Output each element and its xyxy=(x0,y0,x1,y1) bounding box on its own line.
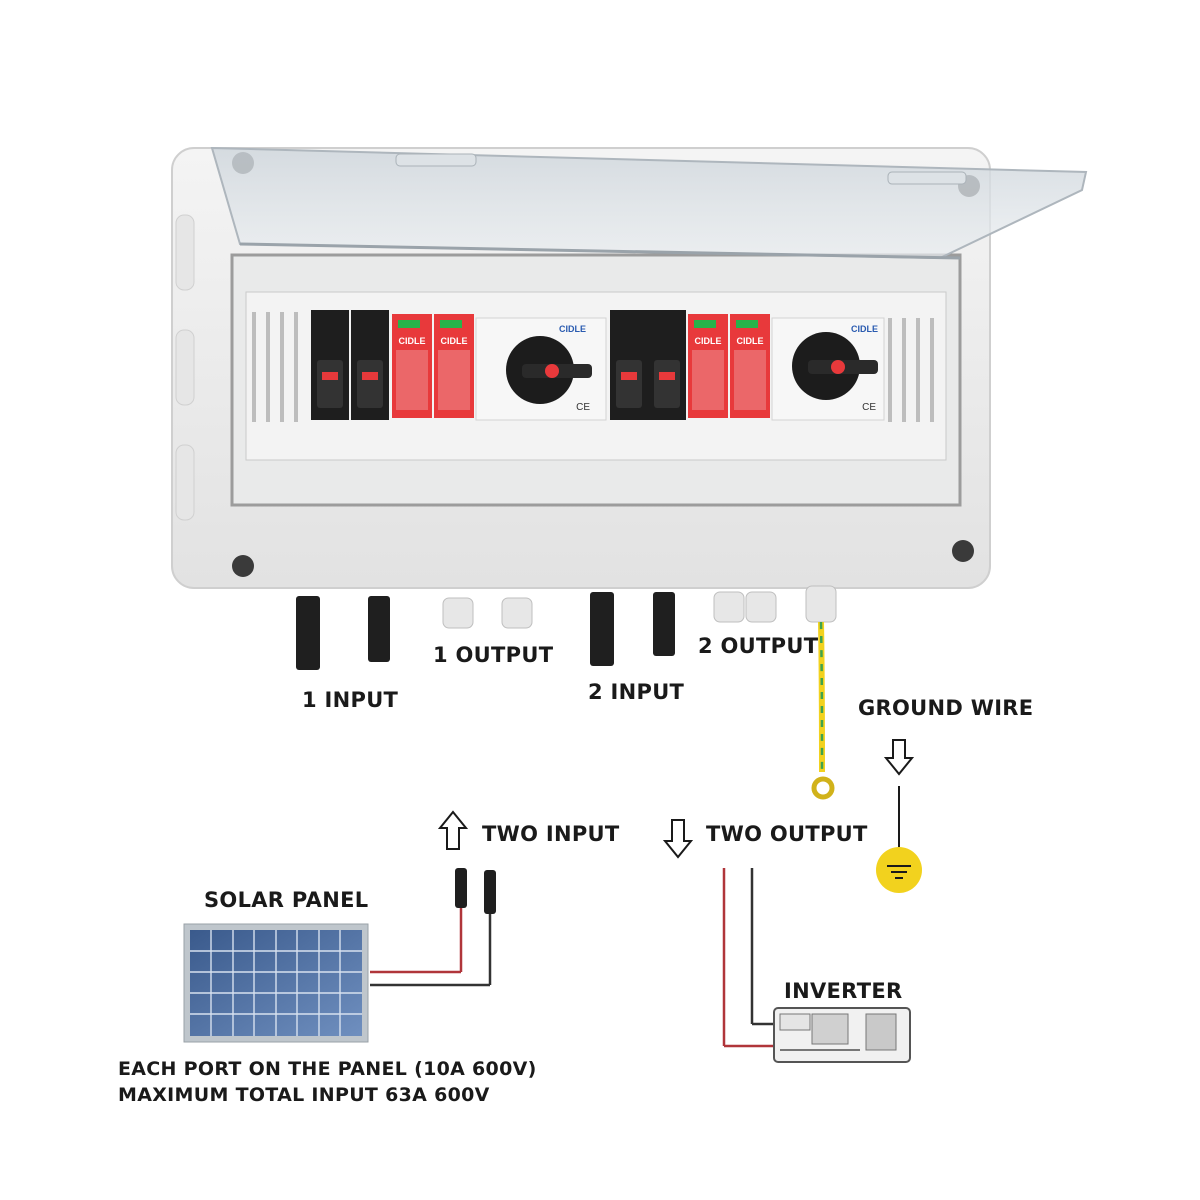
spd-brand-text: CIDLE xyxy=(737,336,764,346)
spd-brand-text: CIDLE xyxy=(695,336,722,346)
spd-brand-text: CIDLE xyxy=(399,336,426,346)
down-arrow-icon xyxy=(662,819,694,859)
down-arrow-icon xyxy=(883,739,915,776)
cable-gland-2-output xyxy=(713,591,777,623)
note-max-input: MAXIMUM TOTAL INPUT 63A 600V xyxy=(118,1084,490,1106)
ground-gland xyxy=(805,585,837,800)
label-two-output: TWO OUTPUT xyxy=(706,822,868,846)
label-1-output: 1 OUTPUT xyxy=(433,643,554,667)
label-solar-panel: SOLAR PANEL xyxy=(204,888,369,912)
inverter-illustration xyxy=(773,1007,911,1063)
mc4-input-plugs xyxy=(370,868,496,987)
vent-left xyxy=(252,312,298,422)
fuse-holder xyxy=(648,310,686,420)
ce-mark: CE xyxy=(576,402,590,413)
fuse-holder xyxy=(311,310,349,420)
fuse-holder xyxy=(610,310,648,420)
label-inverter: INVERTER xyxy=(784,979,903,1003)
label-1-input: 1 INPUT xyxy=(302,688,399,712)
mount-hole xyxy=(952,540,974,562)
up-arrow-icon xyxy=(437,810,469,850)
surge-protector: CIDLE xyxy=(392,314,432,418)
cable-gland-1-output xyxy=(442,597,533,629)
label-2-input: 2 INPUT xyxy=(588,680,685,704)
surge-protector: CIDLE xyxy=(730,314,770,418)
label-ground-wire: GROUND WIRE xyxy=(858,696,1034,720)
solar-panel-illustration xyxy=(183,923,369,1043)
label-two-input: TWO INPUT xyxy=(482,822,620,846)
spd-brand-text: CIDLE xyxy=(441,336,468,346)
dc-isolator-switch: CIDLE CE xyxy=(771,317,885,421)
output-wires xyxy=(722,868,776,1048)
note-port-rating: EACH PORT ON THE PANEL (10A 600V) xyxy=(118,1058,537,1080)
mc4-connector-1-input xyxy=(296,596,390,670)
label-2-output: 2 OUTPUT xyxy=(698,634,819,658)
mount-hole xyxy=(232,555,254,577)
surge-protector: CIDLE xyxy=(434,314,474,418)
ground-symbol-icon xyxy=(876,786,922,893)
surge-protector: CIDLE xyxy=(688,314,728,418)
ce-mark: CE xyxy=(862,402,876,413)
dc-isolator-switch: CIDLE CE xyxy=(475,317,607,421)
transparent-cover xyxy=(210,146,1088,260)
fuse-holder xyxy=(351,310,389,420)
mc4-connector-2-input xyxy=(590,592,675,666)
isolator-brand-text: CIDLE xyxy=(851,324,878,334)
vent-right xyxy=(888,318,934,422)
isolator-brand-text: CIDLE xyxy=(559,324,586,334)
